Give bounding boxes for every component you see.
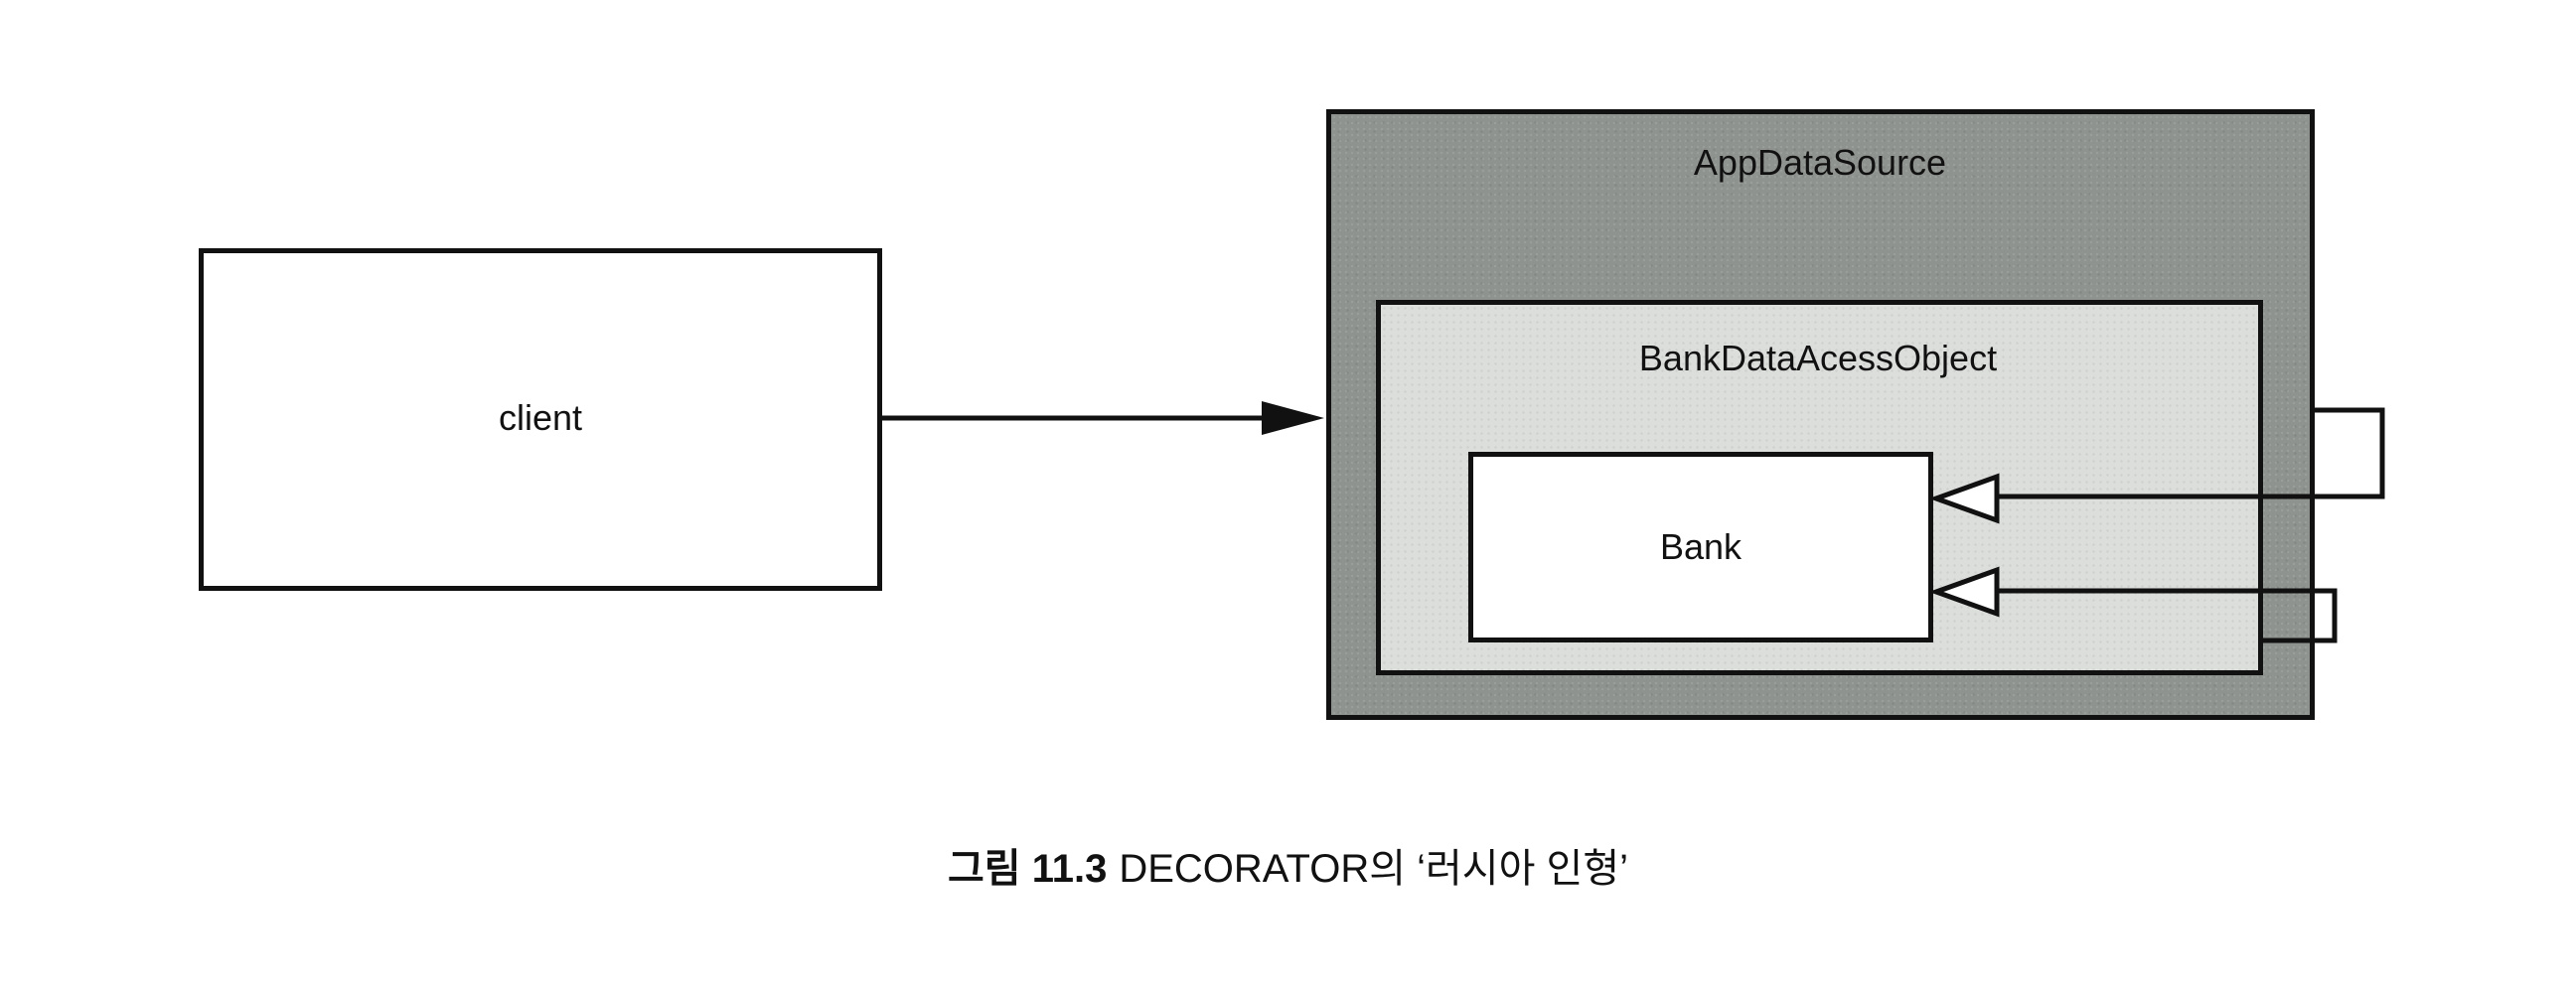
bank-label: Bank	[1659, 526, 1743, 567]
bank-data-access-object-label: BankDataAcessObject	[1638, 338, 1998, 378]
client-to-app-data-source-arrow	[882, 401, 1324, 435]
bank-box	[1468, 452, 1933, 642]
figure-caption-text: DECORATOR의 ‘러시아 인형’	[1119, 847, 1629, 891]
figure-number: 그림 11.3	[947, 847, 1108, 891]
client-label: client	[498, 397, 583, 438]
app-data-source-label: AppDataSource	[1693, 142, 1947, 183]
client-box	[199, 248, 882, 591]
